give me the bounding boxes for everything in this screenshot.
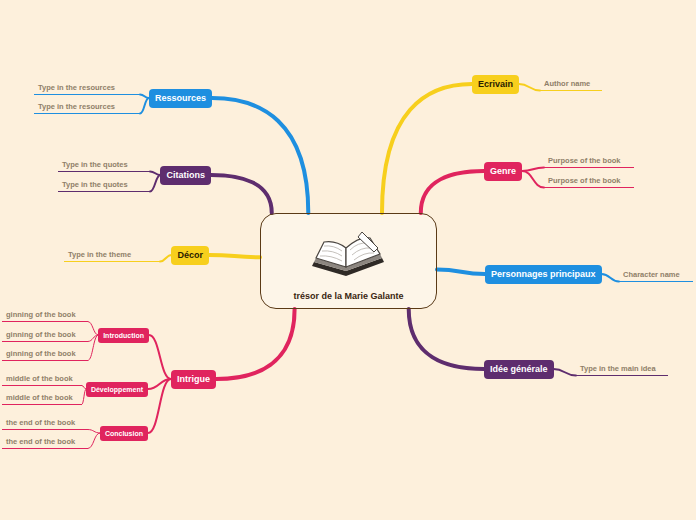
topic-text: trésor de la Marie Galante: [261, 291, 436, 301]
topic-text: Type in the main idea: [580, 364, 656, 373]
leaf-topic: the end of the book: [2, 418, 88, 430]
branch-connector: [602, 274, 619, 282]
branch-topic: Personnages principaux: [485, 265, 602, 284]
topic-text: ginning of the book: [6, 310, 76, 319]
topic-text: Personnages principaux: [491, 269, 596, 279]
branch-connector: [554, 369, 576, 376]
topic-text: Développement: [91, 386, 143, 393]
branch-topic: Citations: [160, 166, 211, 185]
topic-text: Purpose of the book: [548, 156, 621, 165]
branch-connector: [140, 98, 149, 114]
leaf-topic: ginning of the book: [2, 310, 88, 322]
branch-connector: [212, 98, 308, 213]
topic-text: Intrigue: [177, 374, 210, 384]
topic-text: Ressources: [155, 93, 206, 103]
subtopic-box: Développement: [86, 382, 148, 397]
branch-connector: [150, 172, 160, 176]
center-fill: [260, 213, 437, 309]
branch-connector: [150, 175, 160, 192]
branch-connector: [88, 433, 100, 449]
leaf-topic: Type in the resources: [34, 83, 140, 95]
subtopic-box: Conclusion: [100, 426, 148, 441]
leaf-topic: Type in the theme: [64, 250, 160, 262]
topic-text: Genre: [490, 166, 516, 176]
branch-connector: [88, 335, 98, 361]
leaf-topic: middle of the book: [2, 374, 82, 386]
branch-topic: Genre: [484, 162, 522, 181]
topic-text: ginning of the book: [6, 349, 76, 358]
branch-connector: [209, 255, 260, 257]
branch-connector: [148, 379, 171, 433]
book-icon: [312, 232, 384, 276]
branch-topic: Idée générale: [484, 360, 554, 379]
branch-connector: [160, 255, 171, 262]
leaf-topic: the end of the book: [2, 437, 88, 449]
topic-text: ginning of the book: [6, 330, 76, 339]
leaf-topic: Type in the quotes: [58, 160, 150, 172]
branch-connector: [409, 309, 484, 369]
leaf-topic: Type in the main idea: [576, 364, 668, 376]
branch-connector: [88, 322, 98, 336]
leaf-topic: Purpose of the book: [544, 156, 634, 168]
topic-text: Citations: [166, 170, 205, 180]
branch-connector: [216, 309, 295, 379]
branch-connector: [88, 430, 100, 434]
topic-text: Type in the theme: [68, 250, 131, 259]
leaf-topic: Character name: [619, 270, 693, 282]
topic-text: middle of the book: [6, 374, 73, 383]
leaf-topic: Type in the quotes: [58, 180, 150, 192]
topic-text: Introduction: [103, 332, 144, 339]
branch-connector: [437, 269, 485, 274]
branch-connector: [522, 171, 544, 188]
topic-text: Idée générale: [490, 364, 548, 374]
central-topic: trésor de la Marie Galante: [260, 213, 437, 309]
branch-topic: Ressources: [149, 89, 212, 108]
topic-text: the end of the book: [6, 418, 75, 427]
branch-connector: [149, 335, 171, 379]
branch-topic: Intrigue: [171, 370, 216, 389]
branch-connector: [522, 168, 544, 172]
branch-connector: [211, 175, 272, 213]
leaf-topic: Purpose of the book: [544, 176, 634, 188]
topic-text: Type in the quotes: [62, 160, 128, 169]
branch-topic: Ecrivain: [472, 75, 519, 94]
topic-text: Purpose of the book: [548, 176, 621, 185]
topic-text: Type in the resources: [38, 102, 115, 111]
topic-text: Conclusion: [105, 430, 143, 437]
branch-topic: Décor: [171, 246, 209, 265]
topic-text: Type in the quotes: [62, 180, 128, 189]
topic-text: Ecrivain: [478, 79, 513, 89]
topic-text: middle of the book: [6, 393, 73, 402]
branch-connector: [421, 171, 484, 213]
leaf-topic: Type in the resources: [34, 102, 140, 114]
topic-text: Character name: [623, 270, 680, 279]
branch-connector: [519, 84, 540, 91]
topic-text: the end of the book: [6, 437, 75, 446]
leaf-topic: ginning of the book: [2, 349, 88, 361]
topic-text: Type in the resources: [38, 83, 115, 92]
topic-text: Author name: [544, 79, 590, 88]
leaf-topic: Author name: [540, 79, 602, 91]
leaf-topic: ginning of the book: [2, 330, 88, 342]
subtopic-box: Introduction: [98, 328, 149, 343]
topic-text: Décor: [177, 250, 203, 260]
leaf-topic: middle of the book: [2, 393, 82, 405]
